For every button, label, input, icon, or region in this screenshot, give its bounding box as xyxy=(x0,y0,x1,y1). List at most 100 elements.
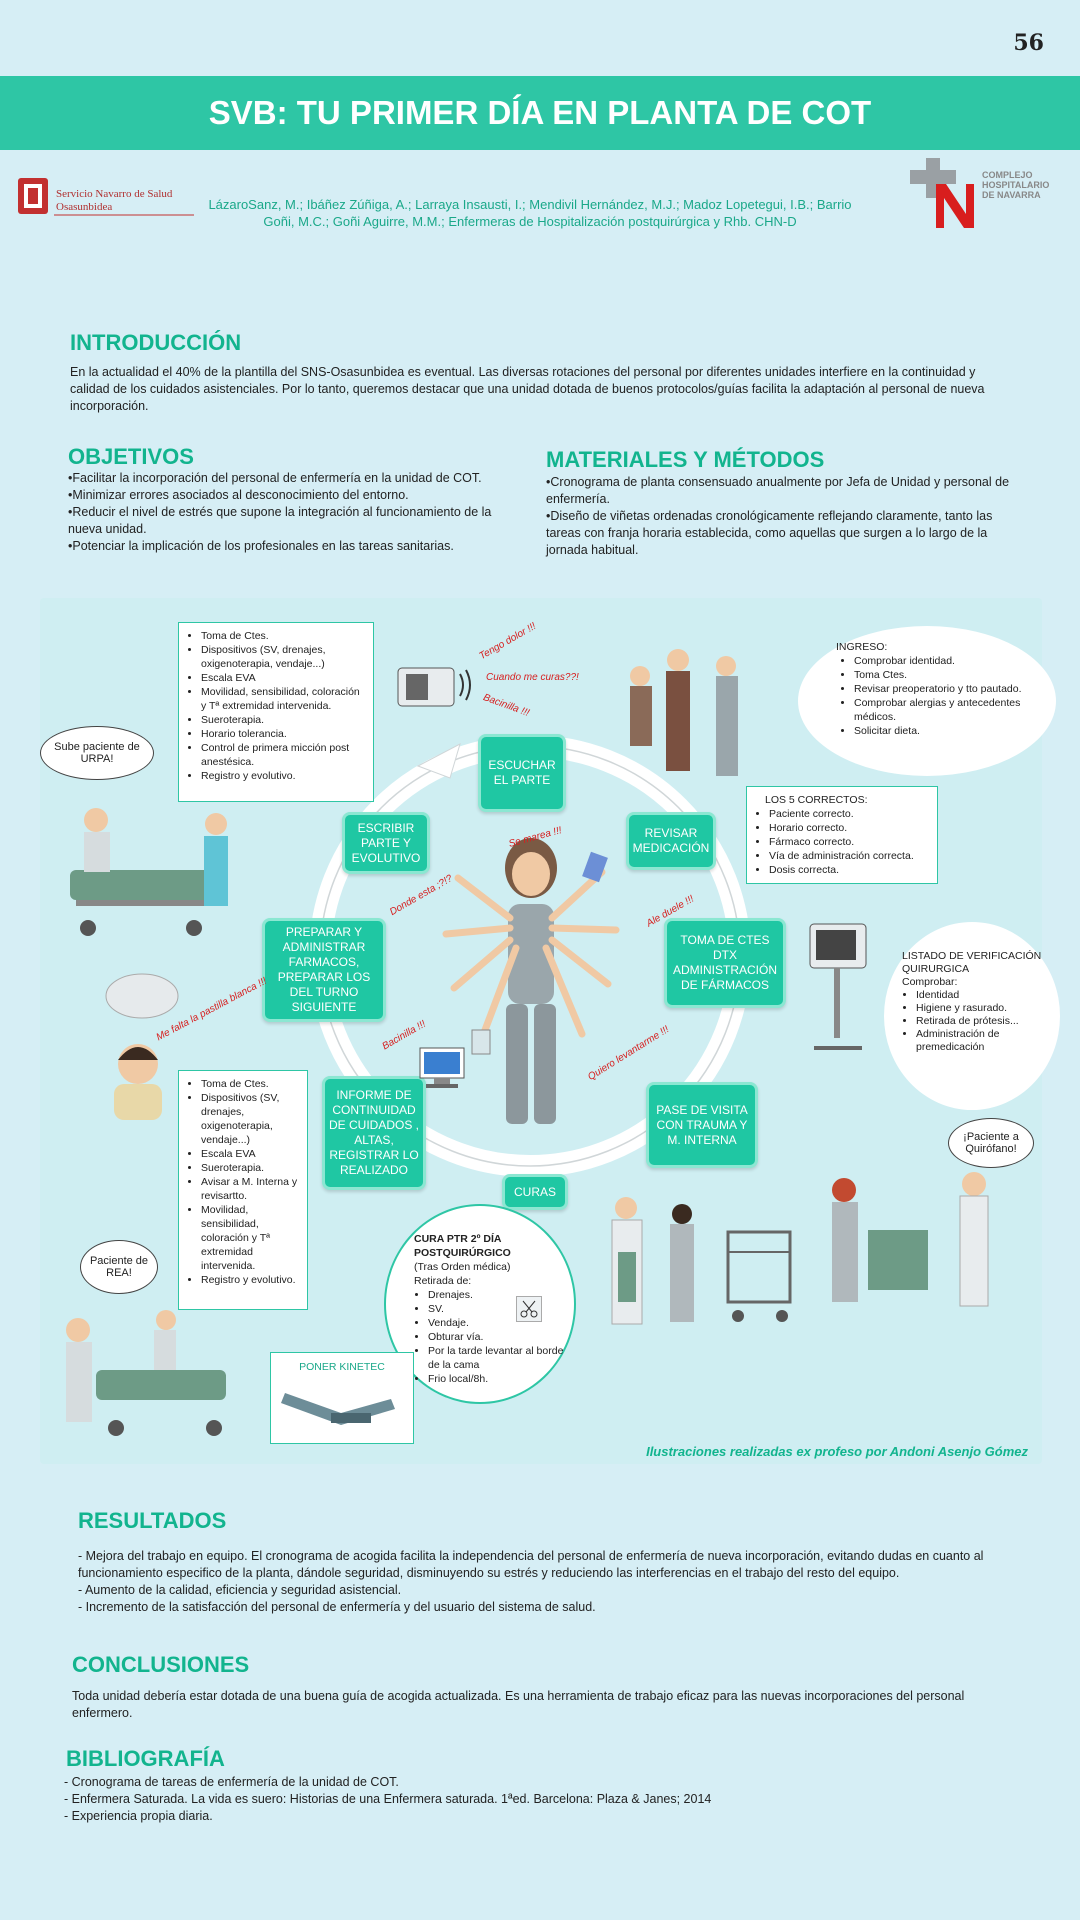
resultados-item: - Aumento de la calidad, eficiencia y se… xyxy=(78,1583,402,1597)
objetivos-item: •Reducir el nivel de estrés que supone l… xyxy=(68,505,492,536)
cura-postquirurgica-circle xyxy=(384,1204,576,1404)
conclusiones-heading: CONCLUSIONES xyxy=(72,1652,250,1677)
kinetec-machine-illustration xyxy=(281,1393,395,1425)
list-item: Horario tolerancia. xyxy=(201,727,365,741)
bibliografia-heading: BIBLIOGRAFÍA xyxy=(66,1746,225,1771)
speech-bubble-rea: Paciente de REA! xyxy=(80,1240,158,1294)
list-item: Escala EVA xyxy=(201,671,365,685)
resultados-list: - Mejora del trabajo en equipo. El crono… xyxy=(78,1548,1008,1616)
list-item: Control de primera micción post anestési… xyxy=(201,741,365,769)
poster-title: SVB: TU PRIMER DÍA EN PLANTA DE COT xyxy=(0,76,1080,150)
objetivos-heading: OBJETIVOS xyxy=(68,444,194,469)
listado-sub: Comprobar: xyxy=(902,976,958,988)
confused-patient-illustration xyxy=(94,970,184,1120)
page-number: 56 xyxy=(1013,30,1044,56)
objetivos-list: •Facilitar la incorporación del personal… xyxy=(68,470,528,555)
list-item: Administración de premedicación xyxy=(916,1028,1052,1054)
resultados-item: - Incremento de la satisfacción del pers… xyxy=(78,1600,596,1614)
speech-bubble-quirofano: ¡Paciente a Quirófano! xyxy=(948,1118,1034,1168)
list-item: Dispositivos (SV, drenajes, oxigenoterap… xyxy=(201,1091,299,1147)
vital-signs-monitor-illustration xyxy=(804,918,874,1058)
list-item: Toma de Ctes. xyxy=(201,1077,299,1091)
step-toma-ctes: TOMA DE CTES DTX ADMINISTRACIÓN DE FÁRMA… xyxy=(664,918,786,1008)
objetivos-item: •Facilitar la incorporación del personal… xyxy=(68,471,482,485)
list-item: Paciente correcto. xyxy=(769,807,929,821)
step-escuchar-parte: ESCUCHAR EL PARTE xyxy=(478,734,566,812)
theatre-transfer-illustration xyxy=(824,1170,1008,1320)
list-item: Comprobar alergias y antecedentes médico… xyxy=(854,696,1026,724)
materiales-item: •Diseño de viñetas ordenadas cronológica… xyxy=(546,509,993,557)
step-pase-visita: PASE DE VISITA CON TRAUMA Y M. INTERNA xyxy=(646,1082,758,1168)
list-item: Obturar vía. xyxy=(428,1330,564,1344)
materiales-item: •Cronograma de planta consensuado anualm… xyxy=(546,475,1010,506)
listado-thought-cloud xyxy=(884,922,1060,1110)
list-item: Escala EVA xyxy=(201,1147,299,1161)
materiales-heading: MATERIALES Y MÉTODOS xyxy=(546,447,825,472)
objetivos-item: •Potenciar la implicación de los profesi… xyxy=(68,539,454,553)
conclusiones-text: Toda unidad debería estar dotada de una … xyxy=(72,1689,965,1720)
ingreso-checklist: INGRESO: Comprobar identidad. Toma Ctes.… xyxy=(836,640,1026,738)
ingreso-thought-cloud xyxy=(798,626,1056,776)
patient-transfer-urpa-illustration xyxy=(66,800,236,940)
cura-sub2: Retirada de: xyxy=(414,1275,472,1287)
exclaim-curas: Cuando me curas??! xyxy=(486,672,579,683)
objetivos-item: •Minimizar errores asociados al desconoc… xyxy=(68,488,409,502)
rea-checklist: Toma de Ctes. Dispositivos (SV, drenajes… xyxy=(178,1070,308,1310)
resultados-heading: RESULTADOS xyxy=(78,1508,227,1533)
sns-logo-text: Servicio Navarro de Salud Osasunbidea xyxy=(56,188,173,213)
patient-transfer-rea-illustration xyxy=(56,1310,236,1440)
authors: LázaroSanz, M.; Ibáñez Zúñiga, A.; Larra… xyxy=(208,197,852,229)
speech-bubble-urpa: Sube paciente de URPA! xyxy=(40,726,154,780)
list-item: Dispositivos (SV, drenajes, oxigenoterap… xyxy=(201,643,365,671)
list-item: Identidad xyxy=(916,989,1052,1002)
list-item: Avisar a M. Interna y revisartto. xyxy=(201,1175,299,1203)
staff-team-illustration xyxy=(622,646,752,782)
list-item: Sueroterapia. xyxy=(201,713,365,727)
list-item: Registro y evolutivo. xyxy=(201,769,365,783)
list-item: Por la tarde levantar al borde de la cam… xyxy=(428,1344,564,1372)
list-item: Drenajes. xyxy=(428,1288,564,1302)
bibliografia-item: - Cronograma de tareas de enfermería de … xyxy=(64,1775,399,1789)
cura-checklist: CURA PTR 2º DÍA POSTQUIRÚRGICO (Tras Ord… xyxy=(414,1232,564,1386)
listado-heading: LISTADO DE VERIFICACIÓN QUIRURGICA xyxy=(902,950,1042,975)
list-item: Movilidad, sensibilidad, coloración y Tª… xyxy=(201,1203,299,1273)
scissors-icon xyxy=(516,1296,542,1322)
list-item: Vía de administración correcta. xyxy=(769,849,929,863)
intro-heading: INTRODUCCIÓN xyxy=(70,330,242,355)
chn-logo-text: COMPLEJO HOSPITALARIO DE NAVARRA xyxy=(982,170,1050,200)
list-item: Toma Ctes. xyxy=(854,668,1026,682)
list-item: Dosis correcta. xyxy=(769,863,929,877)
list-item: Toma de Ctes. xyxy=(201,629,365,643)
bibliografia-list: - Cronograma de tareas de enfermería de … xyxy=(64,1774,1004,1825)
list-item: Registro y evolutivo. xyxy=(201,1273,299,1287)
kinetec-box: PONER KINETEC xyxy=(270,1352,414,1444)
computer-icon xyxy=(416,1044,468,1092)
list-item: Solicitar dieta. xyxy=(854,724,1026,738)
listado-verificacion: LISTADO DE VERIFICACIÓN QUIRURGICA Compr… xyxy=(902,950,1052,1054)
ward-round-illustration xyxy=(598,1192,812,1328)
step-informe-continuidad: INFORME DE CONTINUIDAD DE CUIDADOS , ALT… xyxy=(322,1076,426,1190)
list-item: Fármaco correcto. xyxy=(769,835,929,849)
urpa-checklist: Toma de Ctes. Dispositivos (SV, drenajes… xyxy=(178,622,374,802)
list-item: Higiene y rasurado. xyxy=(916,1002,1052,1015)
cura-sub1: (Tras Orden médica) xyxy=(414,1261,511,1273)
step-escribir-parte: ESCRIBIR PARTE Y EVOLUTIVO xyxy=(342,812,430,874)
list-item: Retirada de prótesis... xyxy=(916,1015,1052,1028)
cinco-correctos-box: LOS 5 CORRECTOS: Paciente correcto. Hora… xyxy=(746,786,938,884)
multitasking-nurse-illustration xyxy=(442,838,620,1124)
sns-logo xyxy=(16,168,196,224)
list-item: Frio local/8h. xyxy=(428,1372,564,1386)
phone-icon xyxy=(394,660,476,710)
intro-text: En la actualidad el 40% de la plantilla … xyxy=(70,365,985,413)
kinetec-label: PONER KINETEC xyxy=(299,1361,385,1373)
correctos-heading: LOS 5 CORRECTOS: xyxy=(765,794,868,806)
list-item: SV. xyxy=(428,1302,564,1316)
chn-logo xyxy=(908,158,1048,230)
resultados-item: - Mejora del trabajo en equipo. El crono… xyxy=(78,1549,984,1580)
illustration-credit: Ilustraciones realizadas ex profeso por … xyxy=(646,1444,1028,1459)
list-item: Horario correcto. xyxy=(769,821,929,835)
list-item: Movilidad, sensibilidad, coloración y Tª… xyxy=(201,685,365,713)
materiales-list: •Cronograma de planta consensuado anualm… xyxy=(546,474,1016,559)
step-revisar-medicacion: REVISAR MEDICACIÓN xyxy=(626,812,716,870)
bibliografia-item: - Enfermera Saturada. La vida es suero: … xyxy=(64,1792,712,1806)
